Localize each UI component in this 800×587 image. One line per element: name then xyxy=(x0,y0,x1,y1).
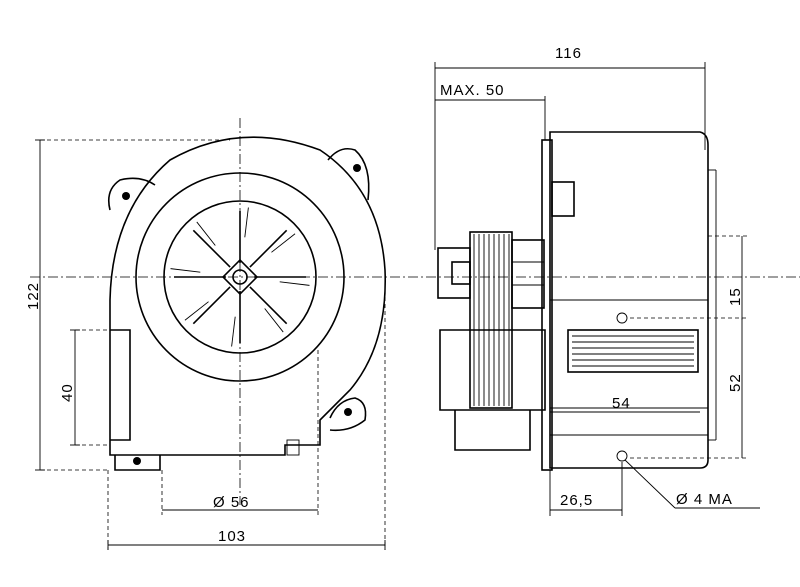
impeller-blade xyxy=(264,308,284,333)
impeller-spoke xyxy=(249,229,288,268)
dim-width-103: 103 xyxy=(218,528,246,545)
impeller-spoke xyxy=(192,286,231,325)
outlet-flange xyxy=(110,329,131,441)
outlet-tab xyxy=(286,439,300,456)
mount-ear-bottom-right xyxy=(329,397,367,432)
motor-flange xyxy=(541,139,553,471)
mount-hole-side-top xyxy=(616,312,628,324)
impeller-blade xyxy=(271,233,296,253)
impeller-blades-side xyxy=(473,234,510,406)
side-view xyxy=(437,131,717,471)
impeller-side xyxy=(469,231,513,409)
mount-ear-bottom-left xyxy=(114,455,161,471)
dim-mount-52: 52 xyxy=(727,373,744,392)
impeller-blade xyxy=(170,268,201,273)
front-view xyxy=(30,118,800,505)
impeller-blade xyxy=(279,281,310,286)
scroll-housing-side xyxy=(439,329,546,411)
dim-inlet-diameter-56: Ø 56 xyxy=(213,494,250,511)
capacitor xyxy=(567,329,699,373)
dim-offset-15: 15 xyxy=(727,287,744,306)
mount-hole xyxy=(122,164,361,465)
inlet-collar xyxy=(437,247,471,299)
side-dimensions xyxy=(434,62,760,516)
impeller-blade xyxy=(184,301,209,321)
impeller-blade xyxy=(244,207,249,238)
dim-max-50: MAX. 50 xyxy=(440,82,505,99)
housing-outline xyxy=(109,136,387,456)
dim-motor-54: 54 xyxy=(612,395,631,412)
mount-hole-side-bottom xyxy=(616,450,628,462)
scroll-housing-lower xyxy=(454,410,531,451)
impeller-blade xyxy=(196,221,216,246)
dim-height-122: 122 xyxy=(25,282,42,310)
impeller-spoke xyxy=(249,286,288,325)
impeller-hub xyxy=(221,258,259,296)
inlet-collar-inner xyxy=(451,261,471,285)
motor-body xyxy=(549,131,709,469)
mount-ear-top-left xyxy=(107,177,156,211)
dim-length-116: 116 xyxy=(555,45,582,62)
dim-thread-4ma: Ø 4 MA xyxy=(676,491,733,508)
front-dimensions xyxy=(35,139,386,550)
dim-outlet-40: 40 xyxy=(59,383,76,402)
capacitor-ribs xyxy=(572,335,694,367)
dim-offset-26-5: 26,5 xyxy=(560,492,593,509)
mount-ear-top-right xyxy=(327,147,370,201)
impeller-spoke xyxy=(192,229,231,268)
terminal-box xyxy=(551,181,575,217)
impeller-blade xyxy=(231,316,236,347)
shaft-coupling xyxy=(511,239,545,309)
